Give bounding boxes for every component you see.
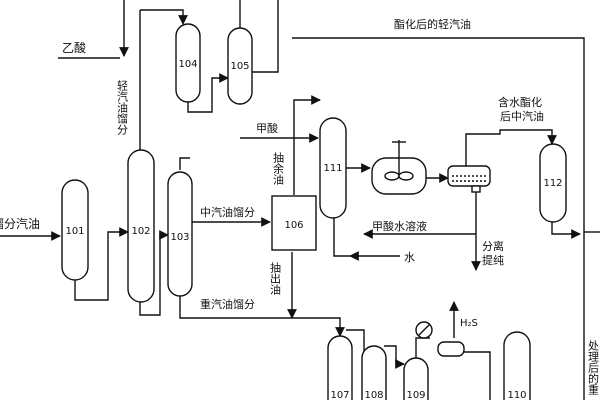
unit-label-111: 111 bbox=[323, 163, 342, 174]
line-112-out bbox=[551, 222, 581, 239]
unit-label-105: 105 bbox=[230, 61, 249, 72]
extractor-106[interactable] bbox=[271, 195, 317, 251]
unit-label-109: 109 bbox=[406, 390, 425, 400]
column-110[interactable] bbox=[503, 331, 531, 400]
raffinate-label: 抽余油 bbox=[272, 151, 285, 185]
esterified-light-line bbox=[292, 37, 585, 232]
unit-label-101: 101 bbox=[65, 226, 84, 237]
esterified-light-label: 酯化后的轻汽油 bbox=[394, 17, 471, 31]
stirred-reactor[interactable] bbox=[371, 140, 427, 195]
column-103[interactable] bbox=[167, 171, 193, 297]
column-102[interactable] bbox=[127, 149, 155, 303]
h2s-label: H₂S bbox=[460, 318, 478, 329]
stream-labels: 馏分汽油 乙酸 酯化后的轻汽油 甲酸 中汽油馏分 甲酸水溶液 水 重汽油馏分 H… bbox=[0, 17, 600, 395]
column-105[interactable] bbox=[227, 27, 253, 105]
unit-label-112: 112 bbox=[543, 178, 562, 189]
wet-esterified-mid-label: 含水酯化 后中汽油 bbox=[498, 95, 546, 123]
column-108[interactable] bbox=[361, 345, 387, 400]
heavy-gasoline-label: 重汽油馏分 bbox=[200, 297, 255, 311]
right-edge-label: 处理后的重 bbox=[587, 340, 600, 395]
unit-label-104: 104 bbox=[178, 59, 197, 70]
raffinate-line bbox=[293, 95, 321, 195]
column-104[interactable] bbox=[175, 23, 201, 103]
column-101[interactable] bbox=[61, 179, 89, 281]
acetic-acid-label: 乙酸 bbox=[62, 40, 86, 55]
line-111-bottom bbox=[333, 218, 350, 257]
unit-labels: 101 102 103 104 105 106 111 112 107 108 … bbox=[65, 59, 562, 400]
unit-label-106: 106 bbox=[284, 220, 303, 231]
column-112[interactable] bbox=[539, 143, 567, 223]
separation-label: 分离 提纯 bbox=[482, 239, 508, 267]
formic-aqueous-label: 甲酸水溶液 bbox=[372, 219, 427, 233]
reflux-drum[interactable] bbox=[437, 341, 465, 357]
unit-label-103: 103 bbox=[170, 232, 189, 243]
line-104-105 bbox=[187, 73, 229, 113]
line-to-104 bbox=[140, 9, 188, 25]
column-109[interactable] bbox=[403, 357, 429, 400]
line-to-110 bbox=[460, 351, 491, 400]
heavy-gasoline-line bbox=[179, 296, 345, 337]
feed-label: 馏分汽油 bbox=[0, 216, 40, 231]
line-separator-112 bbox=[465, 129, 557, 166]
line-109-top bbox=[415, 337, 430, 358]
vessels bbox=[61, 23, 567, 400]
formic-acid-label: 甲酸 bbox=[256, 121, 278, 135]
unit-label-110: 110 bbox=[507, 390, 526, 400]
column-111[interactable] bbox=[319, 117, 347, 219]
line-101-102 bbox=[74, 227, 129, 301]
light-gasoline-label: 轻汽油馏分 bbox=[116, 79, 129, 135]
line-108-109 bbox=[384, 345, 405, 369]
mid-gasoline-label: 中汽油馏分 bbox=[200, 205, 255, 219]
unit-label-102: 102 bbox=[131, 226, 150, 237]
line-103-top bbox=[179, 157, 190, 170]
water-label: 水 bbox=[404, 251, 415, 264]
line-102-103 bbox=[139, 230, 169, 316]
unit-label-108: 108 bbox=[364, 390, 383, 400]
column-107[interactable] bbox=[327, 335, 353, 400]
line-105-right bbox=[248, 0, 279, 73]
extract-label: 抽出油 bbox=[269, 261, 282, 295]
heat-exchanger[interactable] bbox=[415, 321, 433, 339]
separator-tank[interactable] bbox=[447, 165, 491, 193]
unit-label-107: 107 bbox=[330, 390, 349, 400]
